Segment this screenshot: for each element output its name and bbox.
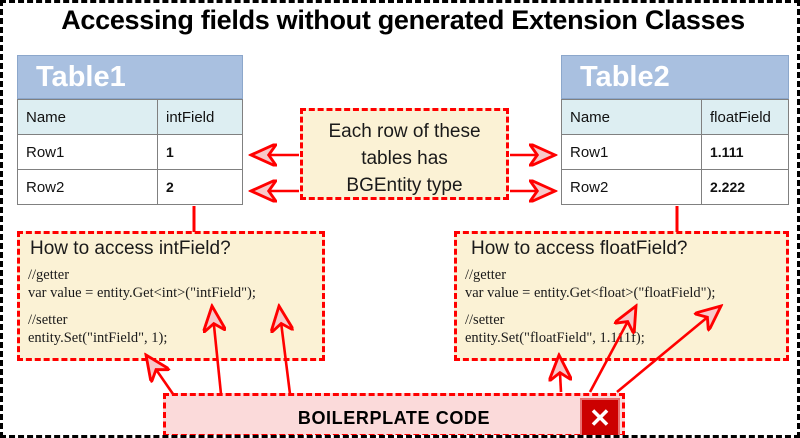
code-box-floatfield-setter-comment: //setter — [465, 312, 505, 328]
code-box-intfield-setter-code: entity.Set("intField", 1); — [28, 330, 168, 346]
code-box-intfield-getter-code: var value = entity.Get<int>("intField"); — [28, 285, 256, 301]
table2-row2-value: 2.222 — [701, 169, 789, 205]
code-spacer — [20, 302, 322, 311]
table1-grid: Name intField Row1 1 Row2 2 — [17, 99, 243, 205]
close-icon-glyph: ✕ — [589, 403, 611, 433]
table1-row2-name: Row2 — [17, 169, 158, 205]
code-box-floatfield-getter-code: var value = entity.Get<float>("floatFiel… — [465, 285, 716, 301]
table2-title: Table2 — [561, 55, 789, 99]
center-note-line-1: Each row of these — [328, 121, 481, 142]
table1-row2-value: 2 — [157, 169, 243, 205]
table-header-row: Name intField — [17, 99, 243, 135]
table-table2: Table2 Name floatField Row1 1.111 Row2 2… — [561, 55, 789, 205]
arrow-note-to-table2 — [510, 155, 555, 191]
boilerplate-label: BOILERPLATE CODE — [297, 408, 491, 428]
table2-grid: Name floatField Row1 1.111 Row2 2.222 — [561, 99, 789, 205]
code-box-floatfield-setter-code: entity.Set("floatField", 1.111f); — [465, 330, 645, 346]
code-box-intfield-getter-comment: //getter — [28, 267, 70, 283]
table2-row1-name: Row1 — [561, 134, 702, 170]
code-box-floatfield: How to access floatField? //getter var v… — [454, 231, 789, 361]
table2-row1-value: 1.111 — [701, 134, 789, 170]
table1-row1-name: Row1 — [17, 134, 158, 170]
table1-col-intfield: intField — [157, 99, 243, 135]
table1-title: Table1 — [17, 55, 243, 99]
code-box-intfield-heading: How to access intField? — [30, 238, 231, 259]
code-box-intfield: How to access intField? //getter var val… — [17, 231, 325, 361]
center-note-line-2: tables has — [361, 148, 448, 169]
close-icon[interactable]: ✕ — [580, 398, 620, 435]
center-note-line-3: BGEntity type — [346, 175, 463, 196]
code-box-floatfield-heading: How to access floatField? — [471, 238, 688, 259]
table1-row1-value: 1 — [157, 134, 243, 170]
table2-row2-name: Row2 — [561, 169, 702, 205]
center-note-box: Each row of these tables has BGEntity ty… — [300, 108, 509, 200]
table2-col-name: Name — [561, 99, 702, 135]
table-header-row: Name floatField — [561, 99, 789, 135]
code-box-floatfield-getter-comment: //getter — [465, 267, 507, 283]
boilerplate-banner: BOILERPLATE CODE ✕ — [163, 393, 625, 435]
table2-col-floatfield: floatField — [701, 99, 789, 135]
code-box-intfield-setter-comment: //setter — [28, 312, 68, 328]
code-spacer — [457, 302, 786, 311]
table1-col-name: Name — [17, 99, 158, 135]
table-row: Row1 1 — [17, 134, 243, 170]
table-row: Row2 2.222 — [561, 169, 789, 205]
table-row: Row1 1.111 — [561, 134, 789, 170]
arrow-note-to-table1 — [251, 155, 299, 191]
table-table1: Table1 Name intField Row1 1 Row2 2 — [17, 55, 243, 205]
table-row: Row2 2 — [17, 169, 243, 205]
page-title: Accessing fields without generated Exten… — [61, 5, 745, 35]
